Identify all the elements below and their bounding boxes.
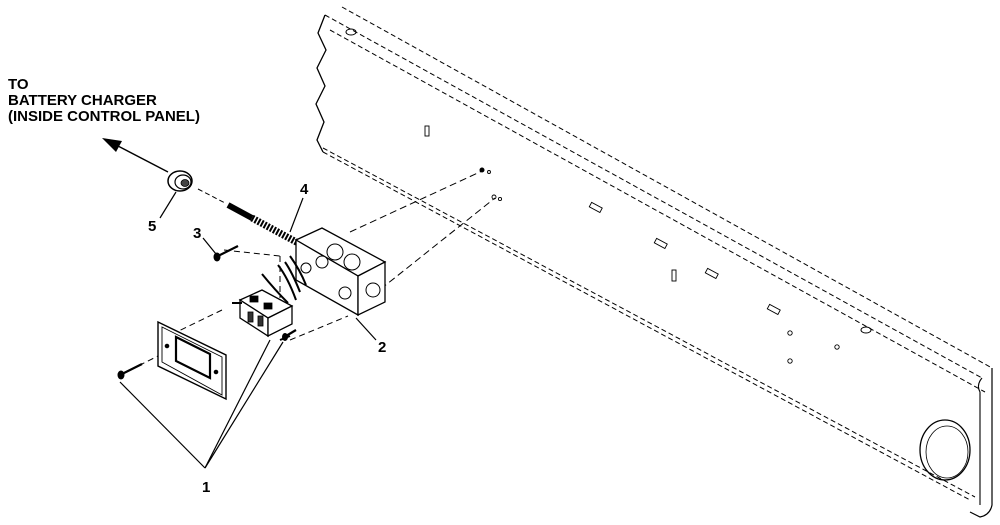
note-line-3: (INSIDE CONTROL PANEL) <box>8 108 200 125</box>
rail-slot <box>671 269 677 282</box>
alignment-line-bottom <box>371 197 496 297</box>
grommet <box>167 170 193 192</box>
rail-slot <box>704 267 719 280</box>
rail-break-line <box>315 14 327 153</box>
leader-lines <box>119 191 377 469</box>
rail-large-hole-inner <box>925 425 969 479</box>
rail-slot <box>424 125 430 137</box>
cover-plate <box>157 320 227 401</box>
screw-1 <box>117 329 297 380</box>
rail-hole <box>787 330 793 336</box>
rail-top-hole-2 <box>860 326 872 334</box>
rail-hole <box>487 170 491 174</box>
rail-bottom-flange <box>322 147 976 498</box>
rail-hole <box>787 358 793 364</box>
rail-top-edge-3 <box>329 29 986 393</box>
rail-large-hole <box>919 419 971 481</box>
alignment-line-top <box>349 170 483 233</box>
note-line-2: BATTERY CHARGER <box>8 92 157 109</box>
rail-slot <box>653 237 668 250</box>
callout-3: 3 <box>193 225 202 242</box>
note-line-1: TO <box>8 76 29 93</box>
rail-web-bottom <box>322 151 971 501</box>
rail-flange-curl <box>977 377 983 505</box>
rail-top-edge-1 <box>341 6 993 369</box>
callout-1: 1 <box>202 479 211 496</box>
cable <box>197 188 302 248</box>
callout-2: 2 <box>378 339 387 356</box>
screw-3 <box>213 245 239 262</box>
frame-rail <box>315 6 993 518</box>
junction-box <box>294 227 387 317</box>
receptacle <box>232 289 294 341</box>
callout-5: 5 <box>148 218 157 235</box>
rail-top-edge-2 <box>324 14 983 379</box>
rail-right-end <box>969 368 993 518</box>
callout-4: 4 <box>300 181 309 198</box>
rail-slot <box>588 201 603 214</box>
rail-top-hole-1 <box>345 28 357 36</box>
rail-hole <box>497 196 503 202</box>
rail-slot <box>766 303 781 316</box>
rail-hole <box>834 344 840 350</box>
direction-arrow <box>102 138 169 173</box>
